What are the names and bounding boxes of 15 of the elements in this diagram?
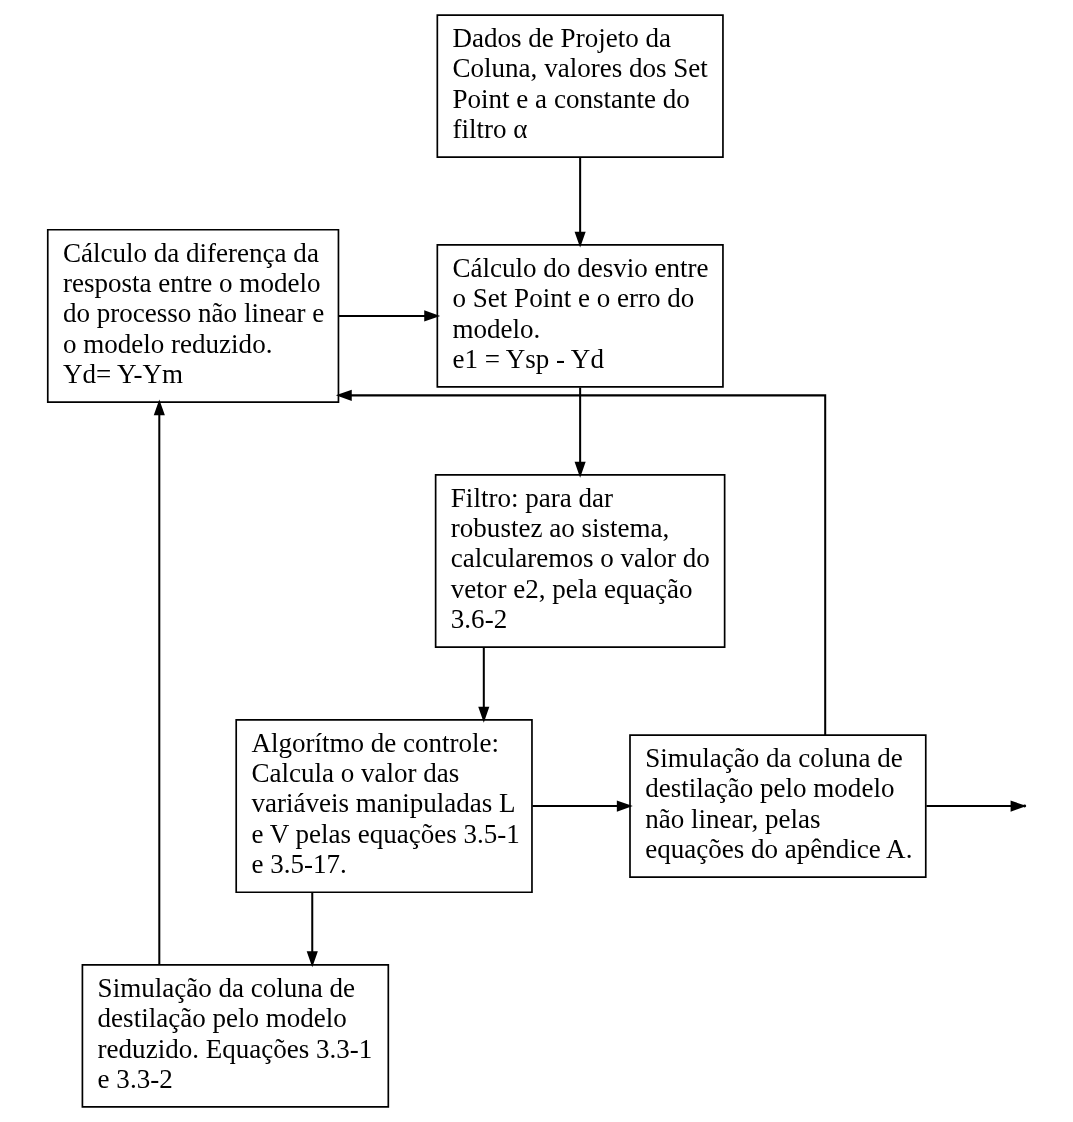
node-box: Simulação da coluna de destilação pelo modelo não linear, pelas equações do apêndice A. [629,734,927,878]
node-box: Cálculo da diferença da resposta entre o modelo do processo não linear e o modelo reduzido. Yd= Y-Ym [46,228,340,403]
node-box: Algorítmo de controle: Calcula o valor das variáveis manipuladas L e V pelas equações 3.5-1 e 3.5-17. [235,719,533,894]
node-box: Simulação da coluna de destilação pelo modelo reduzido. Equações 3.3-1 e 3.3-2 [81,964,390,1108]
arrow [153,399,165,965]
arrow [306,892,318,968]
node-box: Dados de Projeto da Coluna, valores dos Set Point e a constante do filtro α [436,14,724,158]
arrow [338,310,441,322]
arrow [478,647,490,723]
arrow [335,389,827,735]
arrow [574,157,586,248]
node-box: Cálculo do desvio entre o Set Point e o erro do modelo. e1 = Ysp - Yd [436,244,724,388]
arrow [532,800,633,812]
arrow [574,387,586,478]
node-box: Filtro: para dar robustez ao sistema, calcularemos o valor do vetor e2, pela equação 3.6-2 [434,473,726,649]
